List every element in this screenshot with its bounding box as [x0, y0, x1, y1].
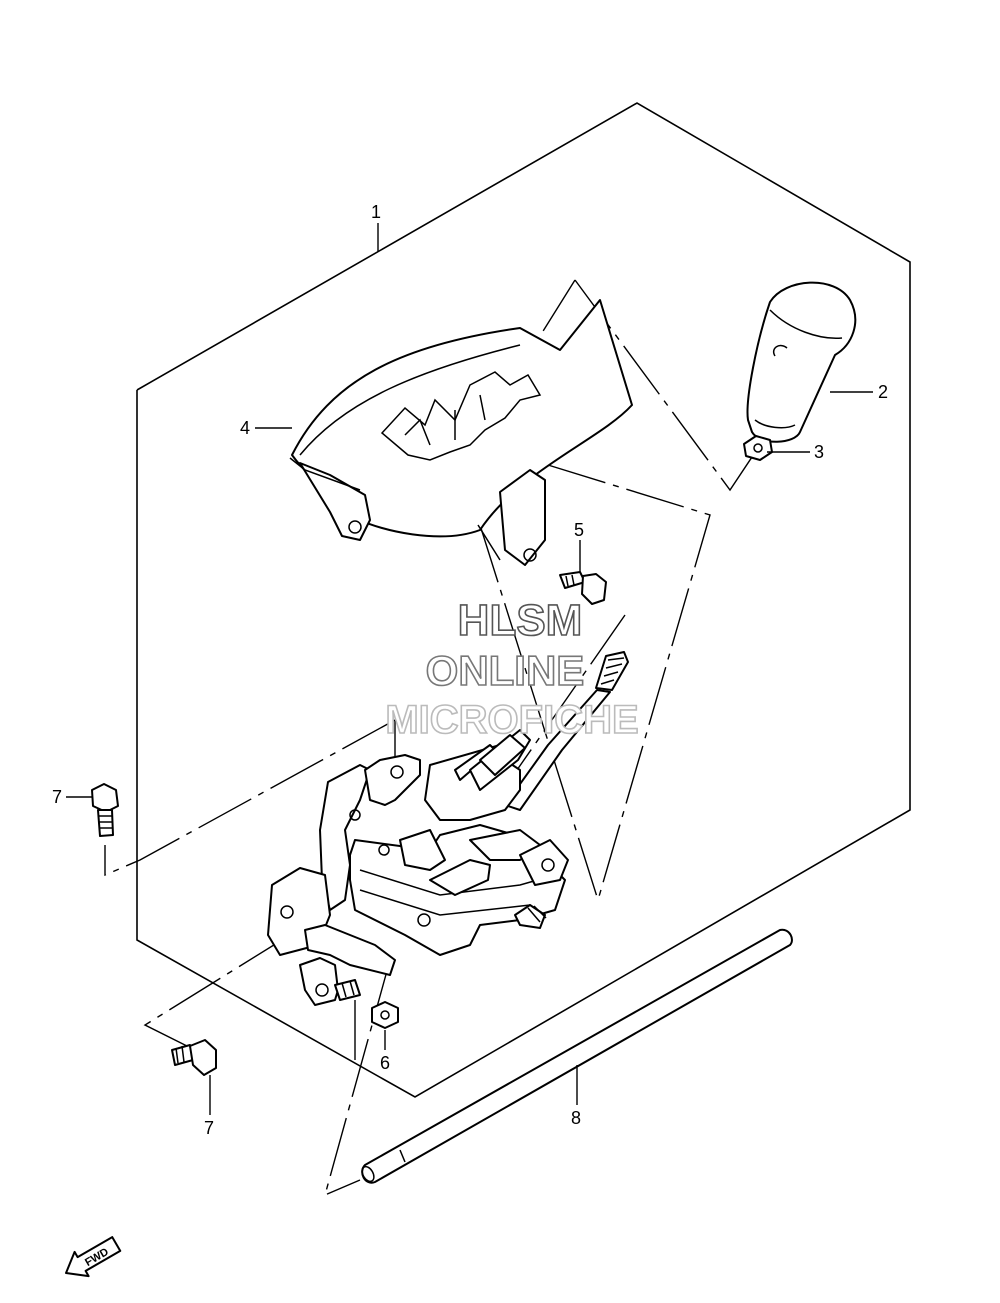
watermark-line-3: MICROFICHE [385, 698, 638, 742]
watermark-line-2: ONLINE [426, 647, 585, 694]
knob-nut [743, 435, 773, 461]
bolt-7-lower [171, 1039, 217, 1076]
callout-1: 1 [371, 202, 381, 222]
nut-6 [371, 1001, 399, 1029]
callout-8: 8 [571, 1108, 581, 1128]
explode-guides [104, 279, 771, 1197]
fwd-arrow-icon: FWD [65, 1236, 122, 1278]
callout-5: 5 [574, 520, 584, 540]
callout-7-lower: 7 [204, 1118, 214, 1138]
watermark: HLSM ONLINE MICROFICHE [385, 595, 640, 743]
callout-numbers: 1 2 3 4 5 6 7 7 8 [52, 202, 888, 1138]
shift-knob [746, 281, 857, 443]
callout-leaders [66, 223, 873, 1115]
callout-6: 6 [380, 1053, 390, 1073]
assembly-outline [136, 102, 911, 1098]
shift-bracket-assembly [267, 729, 569, 1006]
shift-rod [361, 928, 793, 1184]
callout-7-upper: 7 [52, 787, 62, 807]
bolt-7-upper [91, 783, 119, 837]
watermark-line-1: HLSM [458, 596, 583, 645]
callout-4: 4 [240, 418, 250, 438]
bolt-5 [559, 571, 607, 605]
cable-rod [504, 651, 629, 811]
callout-3: 3 [814, 442, 824, 462]
callout-2: 2 [878, 382, 888, 402]
gate-cover [289, 299, 633, 566]
